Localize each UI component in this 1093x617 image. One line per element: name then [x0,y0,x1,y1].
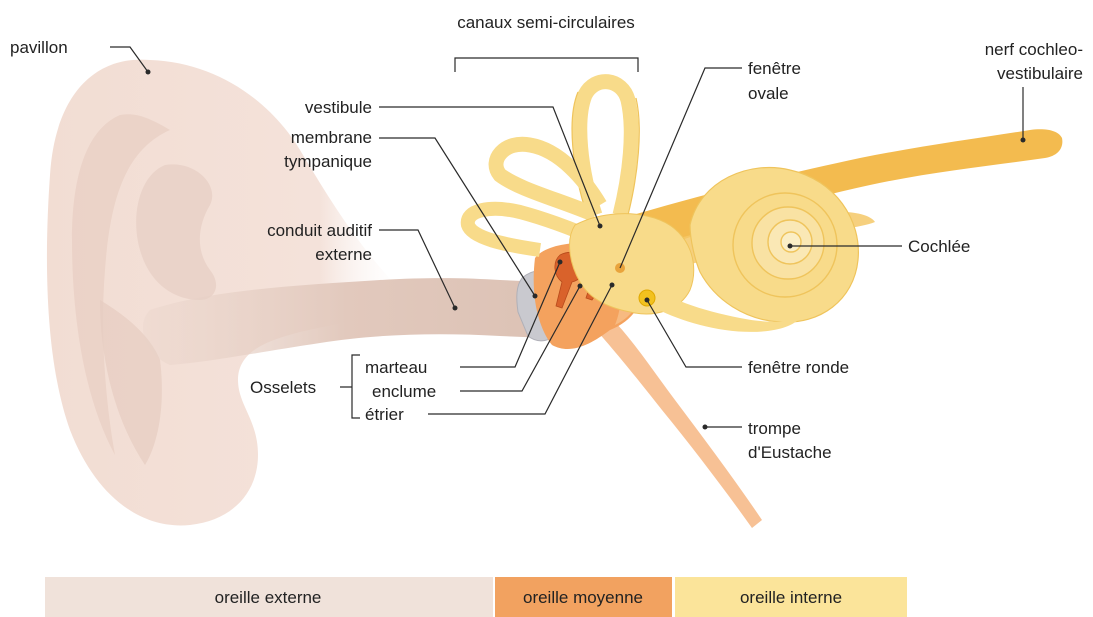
label-nerf-line2: vestibulaire [997,64,1083,83]
leader-dot-enclume [578,284,583,289]
bracket-osselets [340,355,360,418]
label-enclume: enclume [372,382,436,401]
leader-dot-fenetre-ronde [645,298,650,303]
bracket-canaux [455,58,638,72]
label-fenetre-ovale-line1: fenêtre [748,59,801,78]
label-etrier: étrier [365,405,404,424]
label-canaux-semi-circulaires: canaux semi-circulaires [457,13,635,32]
label-fenetre-ovale-line2: ovale [748,84,789,103]
label-conduit-line1: conduit auditif [267,221,372,240]
zone-label-moyenne: oreille moyenne [523,588,643,607]
leader-dot-trompe [703,425,708,430]
leader-dot-etrier [610,283,615,288]
leader-dot-conduit [453,306,458,311]
leader-dot-vestibule [598,224,603,229]
zone-label-externe: oreille externe [215,588,322,607]
leader-dot-membrane [533,294,538,299]
label-fenetre-ronde: fenêtre ronde [748,358,849,377]
label-nerf-line1: nerf cochleo- [985,40,1083,59]
leader-dot-cochlee [788,244,793,249]
label-membrane-line1: membrane [291,128,372,147]
label-marteau: marteau [365,358,427,377]
eustachian-tube [585,300,762,528]
label-trompe-line1: trompe [748,419,801,438]
label-vestibule: vestibule [305,98,372,117]
zone-label-interne: oreille interne [740,588,842,607]
label-osselets: Osselets [250,378,316,397]
label-cochlee: Cochlée [908,237,970,256]
leader-dot-marteau [558,260,563,265]
leader-dot-nerf [1021,138,1026,143]
label-pavillon: pavillon [10,38,68,57]
ear-zones-legend: oreille externe oreille moyenne oreille … [45,577,907,617]
label-trompe-line2: d'Eustache [748,443,832,462]
leader-dot-pavillon [146,70,151,75]
label-membrane-line2: tympanique [284,152,372,171]
label-conduit-line2: externe [315,245,372,264]
cochlea-spiral-4 [781,232,801,252]
